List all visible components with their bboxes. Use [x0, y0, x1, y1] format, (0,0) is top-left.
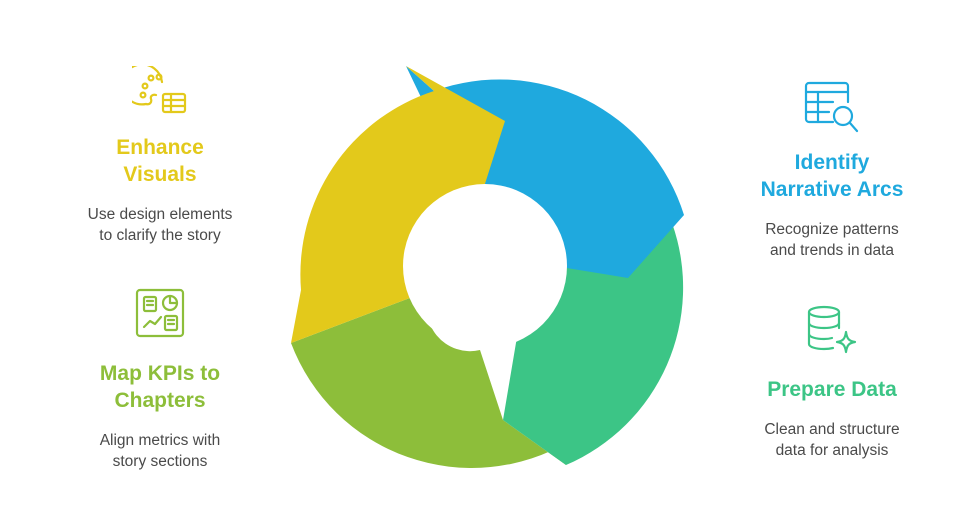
- table-search-icon: [804, 81, 859, 133]
- step-title: Prepare Data: [767, 378, 897, 401]
- database-sparkle-icon: [807, 305, 857, 354]
- step-identify-arcs: Identify Narrative Arcs Recognize patter…: [722, 80, 942, 261]
- step-description: Use design elements to clarify the story: [87, 206, 233, 244]
- arrow-yellow: [291, 66, 505, 343]
- step-enhance-visuals: Enhance Visuals Use design elements to c…: [60, 66, 260, 246]
- step-title: Enhance Visuals: [116, 136, 204, 186]
- dashboard-icon: [135, 288, 185, 338]
- palette-icon: [132, 66, 187, 114]
- step-description: Recognize patterns and trends in data: [765, 221, 899, 259]
- step-description: Clean and structure data for analysis: [764, 421, 900, 459]
- step-prepare-data: Prepare Data Clean and structure data fo…: [722, 304, 942, 461]
- step-title: Identify Narrative Arcs: [760, 151, 904, 201]
- arrow-lime: [291, 290, 570, 468]
- step-title: Map KPIs to Chapters: [99, 362, 221, 412]
- cycle-center: [403, 184, 567, 348]
- step-map-kpis: Map KPIs to Chapters Align metrics with …: [50, 288, 270, 472]
- step-description: Align metrics with story sections: [99, 432, 221, 470]
